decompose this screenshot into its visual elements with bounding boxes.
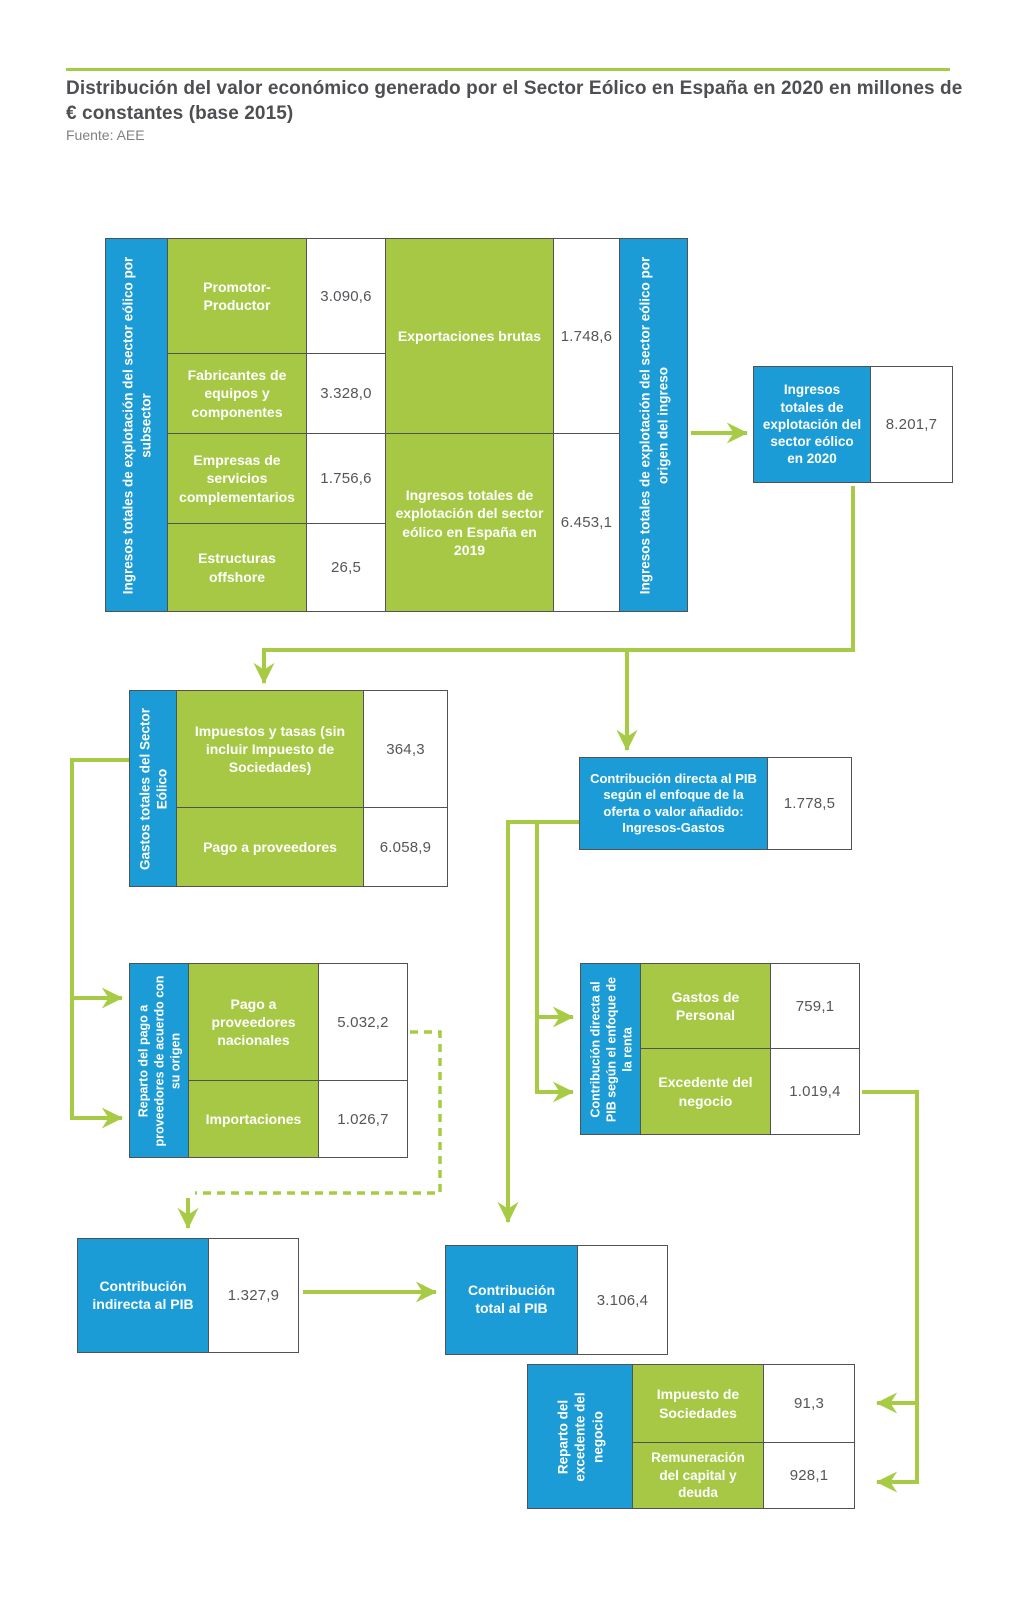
value-importaciones: 1.026,7: [318, 1080, 408, 1158]
cell-importaciones: Importaciones: [188, 1080, 319, 1158]
value-ingresos-2020: 8.201,7: [870, 366, 953, 483]
value-estructuras-offshore: 26,5: [306, 523, 386, 612]
top-rule: [66, 68, 950, 71]
value-remuneracion-capital: 928,1: [763, 1442, 855, 1509]
value-contribucion-oferta: 1.778,5: [767, 757, 852, 850]
value-ingresos-2019: 6.453,1: [553, 433, 620, 612]
box-contribucion-indirecta: Contribución indirecta al PIB: [77, 1238, 209, 1353]
sidebar-reparto-pago: Reparto del pago a proveedores de acuerd…: [129, 963, 189, 1158]
source-note: Fuente: AEE: [66, 127, 145, 143]
cell-gastos-personal: Gastos de Personal: [640, 963, 771, 1049]
value-empresas-servicios: 1.756,6: [306, 433, 386, 524]
connector-excedente-right: [862, 1090, 919, 1482]
cell-impuestos-tasas: Impuestos y tasas (sin incluir Impuesto …: [176, 690, 364, 808]
value-promotor-productor: 3.090,6: [306, 238, 386, 354]
cell-exportaciones-brutas: Exportaciones brutas: [385, 238, 554, 434]
box-ingresos-2020: Ingresos totales de explotación del sect…: [753, 366, 871, 483]
sidebar-reparto-pago-label: Reparto del pago a proveedores de acuerd…: [136, 975, 182, 1146]
cell-fabricantes: Fabricantes de equipos y componentes: [167, 353, 307, 434]
cell-ingresos-2019: Ingresos totales de explotación del sect…: [385, 433, 554, 612]
sidebar-reparto-excedente-label: Reparto del excedente del negocio: [555, 1391, 605, 1482]
value-fabricantes: 3.328,0: [306, 353, 386, 434]
box-contribucion-total: Contribución total al PIB: [445, 1245, 578, 1355]
value-impuesto-sociedades: 91,3: [763, 1364, 855, 1443]
value-contribucion-indirecta: 1.327,9: [208, 1238, 299, 1353]
sidebar-reparto-excedente: Reparto del excedente del negocio: [527, 1364, 633, 1509]
sidebar-ingresos-subsector: Ingresos totales de explotación del sect…: [105, 238, 168, 612]
cell-proveedores-nacionales: Pago a proveedores nacionales: [188, 963, 319, 1081]
connector-gastos-left: [70, 758, 129, 1118]
value-contribucion-total: 3.106,4: [577, 1245, 668, 1355]
value-proveedores-nacionales: 5.032,2: [318, 963, 408, 1081]
value-gastos-personal: 759,1: [770, 963, 860, 1049]
box-contribucion-oferta: Contribución directa al PIB según el enf…: [579, 757, 768, 850]
cell-excedente-negocio: Excedente del negocio: [640, 1048, 771, 1135]
cell-remuneracion-capital: Remuneración del capital y deuda: [632, 1442, 764, 1509]
cell-promotor-productor: Promotor-Productor: [167, 238, 307, 354]
sidebar-ingresos-subsector-label: Ingresos totales de explotación del sect…: [120, 256, 153, 594]
value-excedente-negocio: 1.019,4: [770, 1048, 860, 1135]
sidebar-ingresos-origen: Ingresos totales de explotación del sect…: [619, 238, 688, 612]
cell-impuesto-sociedades: Impuesto de Sociedades: [632, 1364, 764, 1443]
page-title: Distribución del valor económico generad…: [66, 78, 963, 125]
cell-estructuras-offshore: Estructuras offshore: [167, 523, 307, 612]
sidebar-contribucion-renta: Contribución directa al PIB según el enf…: [580, 963, 641, 1135]
sidebar-ingresos-origen-label: Ingresos totales de explotación del sect…: [637, 256, 670, 594]
sidebar-contribucion-renta-label: Contribución directa al PIB según el enf…: [587, 976, 634, 1122]
connector-oferta-left: [506, 820, 579, 1185]
value-exportaciones-brutas: 1.748,6: [553, 238, 620, 434]
value-pago-proveedores: 6.058,9: [363, 807, 448, 887]
cell-pago-proveedores: Pago a proveedores: [176, 807, 364, 887]
value-impuestos-tasas: 364,3: [363, 690, 448, 808]
sidebar-gastos-totales-label: Gastos totales del Sector Eólico: [136, 707, 169, 870]
cell-empresas-servicios: Empresas de servicios complementarios: [167, 433, 307, 524]
sidebar-gastos-totales: Gastos totales del Sector Eólico: [129, 690, 177, 887]
